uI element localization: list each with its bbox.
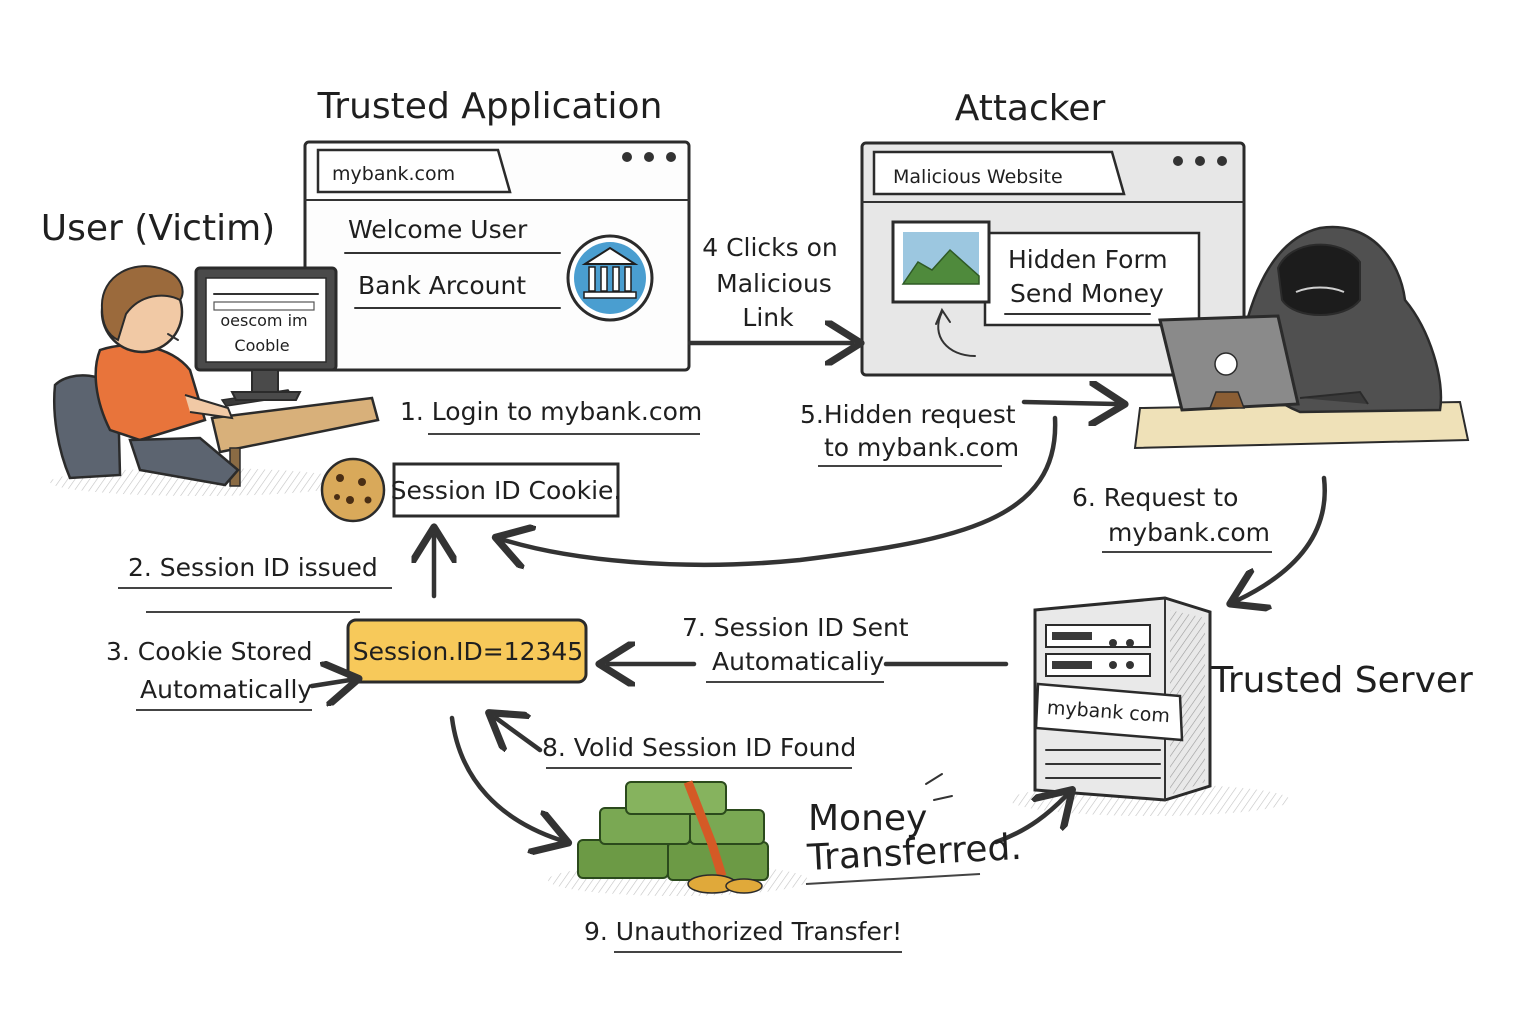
trusted-application-title: Trusted Application: [317, 86, 663, 127]
attacker-illustration: [1133, 225, 1470, 450]
hidden-form-box: [983, 231, 1201, 327]
landscape-image-icon: [891, 220, 991, 304]
monitor-text-line2: Cooble: [234, 336, 289, 355]
window-dot-icon: [1195, 156, 1205, 166]
window-dot-icon: [1217, 156, 1227, 166]
step2-label: 2. Session ID issued: [128, 553, 378, 582]
malicious-tab-label: Malicious Website: [893, 166, 1063, 188]
send-money-text: Send Money: [1010, 279, 1164, 308]
step8-label: 8. Volid Session ID Found: [542, 733, 856, 762]
step9-label: 9. Unauthorized Transfer!: [584, 917, 902, 946]
cookie-icon: [320, 457, 386, 523]
bank-welcome-text: Welcome User: [348, 215, 528, 244]
window-dot-icon: [1173, 156, 1183, 166]
step3-label-line2: Automatically: [140, 675, 312, 704]
step5-label-line2: to mybank.com: [824, 433, 1019, 462]
money-pile-icon: [548, 780, 808, 896]
session-id-value: Session.ID=12345: [353, 637, 583, 666]
trusted-server-title: Trusted Server: [1210, 660, 1473, 701]
victim-illustration: oescom im Cooble: [50, 265, 380, 496]
monitor-text-line1: oescom im: [220, 311, 307, 330]
server-illustration: mybank com: [1010, 596, 1290, 816]
step6-label-line2: mybank.com: [1108, 518, 1270, 547]
step7-label-line1: 7. Session ID Sent: [682, 613, 909, 642]
session-cookie-box: [392, 462, 620, 518]
arrow-step6: [1238, 475, 1327, 600]
arrow-to-money: [449, 715, 560, 840]
step3-label-line1: 3. Cookie Stored: [106, 637, 313, 666]
attacker-title: Attacker: [955, 88, 1106, 129]
bank-building-icon: [566, 234, 654, 322]
bank-account-text: Bank Arcount: [358, 271, 526, 300]
arrow-attack-curve: [504, 415, 1058, 565]
step1-label: 1. Login to mybank.com: [400, 397, 702, 426]
user-victim-title: User (Victim): [41, 208, 275, 249]
arrow-step5: [1021, 402, 1116, 404]
step7-label-line2: Automaticaliy: [712, 647, 884, 676]
window-dot-icon: [622, 152, 632, 162]
hidden-form-text: Hidden Form: [1008, 245, 1168, 274]
step6-label-line1: 6. Request to: [1072, 483, 1238, 512]
session-cookie-label: Session ID Cookie.: [391, 476, 622, 505]
step4-label-line3: Link: [742, 303, 794, 332]
bank-tab-label: mybank.com: [332, 163, 455, 185]
malicious-browser-window: Malicious Website Hidden Form Send Money: [860, 141, 1246, 377]
step5-label-line1: 5.Hidden request: [800, 400, 1016, 429]
money-transferred-line1: Money: [808, 798, 927, 839]
step4-label-line1: 4 Clicks on: [702, 233, 838, 262]
arrow-step3: [309, 680, 350, 686]
session-id-box: [346, 618, 588, 684]
window-dot-icon: [666, 152, 676, 162]
bank-browser-window: mybank.com Welcome User Bank Arcount: [303, 140, 691, 372]
window-dot-icon: [644, 152, 654, 162]
arrow-step8: [496, 718, 543, 753]
arrow-money-to-server: [993, 796, 1066, 845]
step4-label-line2: Malicious: [716, 269, 832, 298]
